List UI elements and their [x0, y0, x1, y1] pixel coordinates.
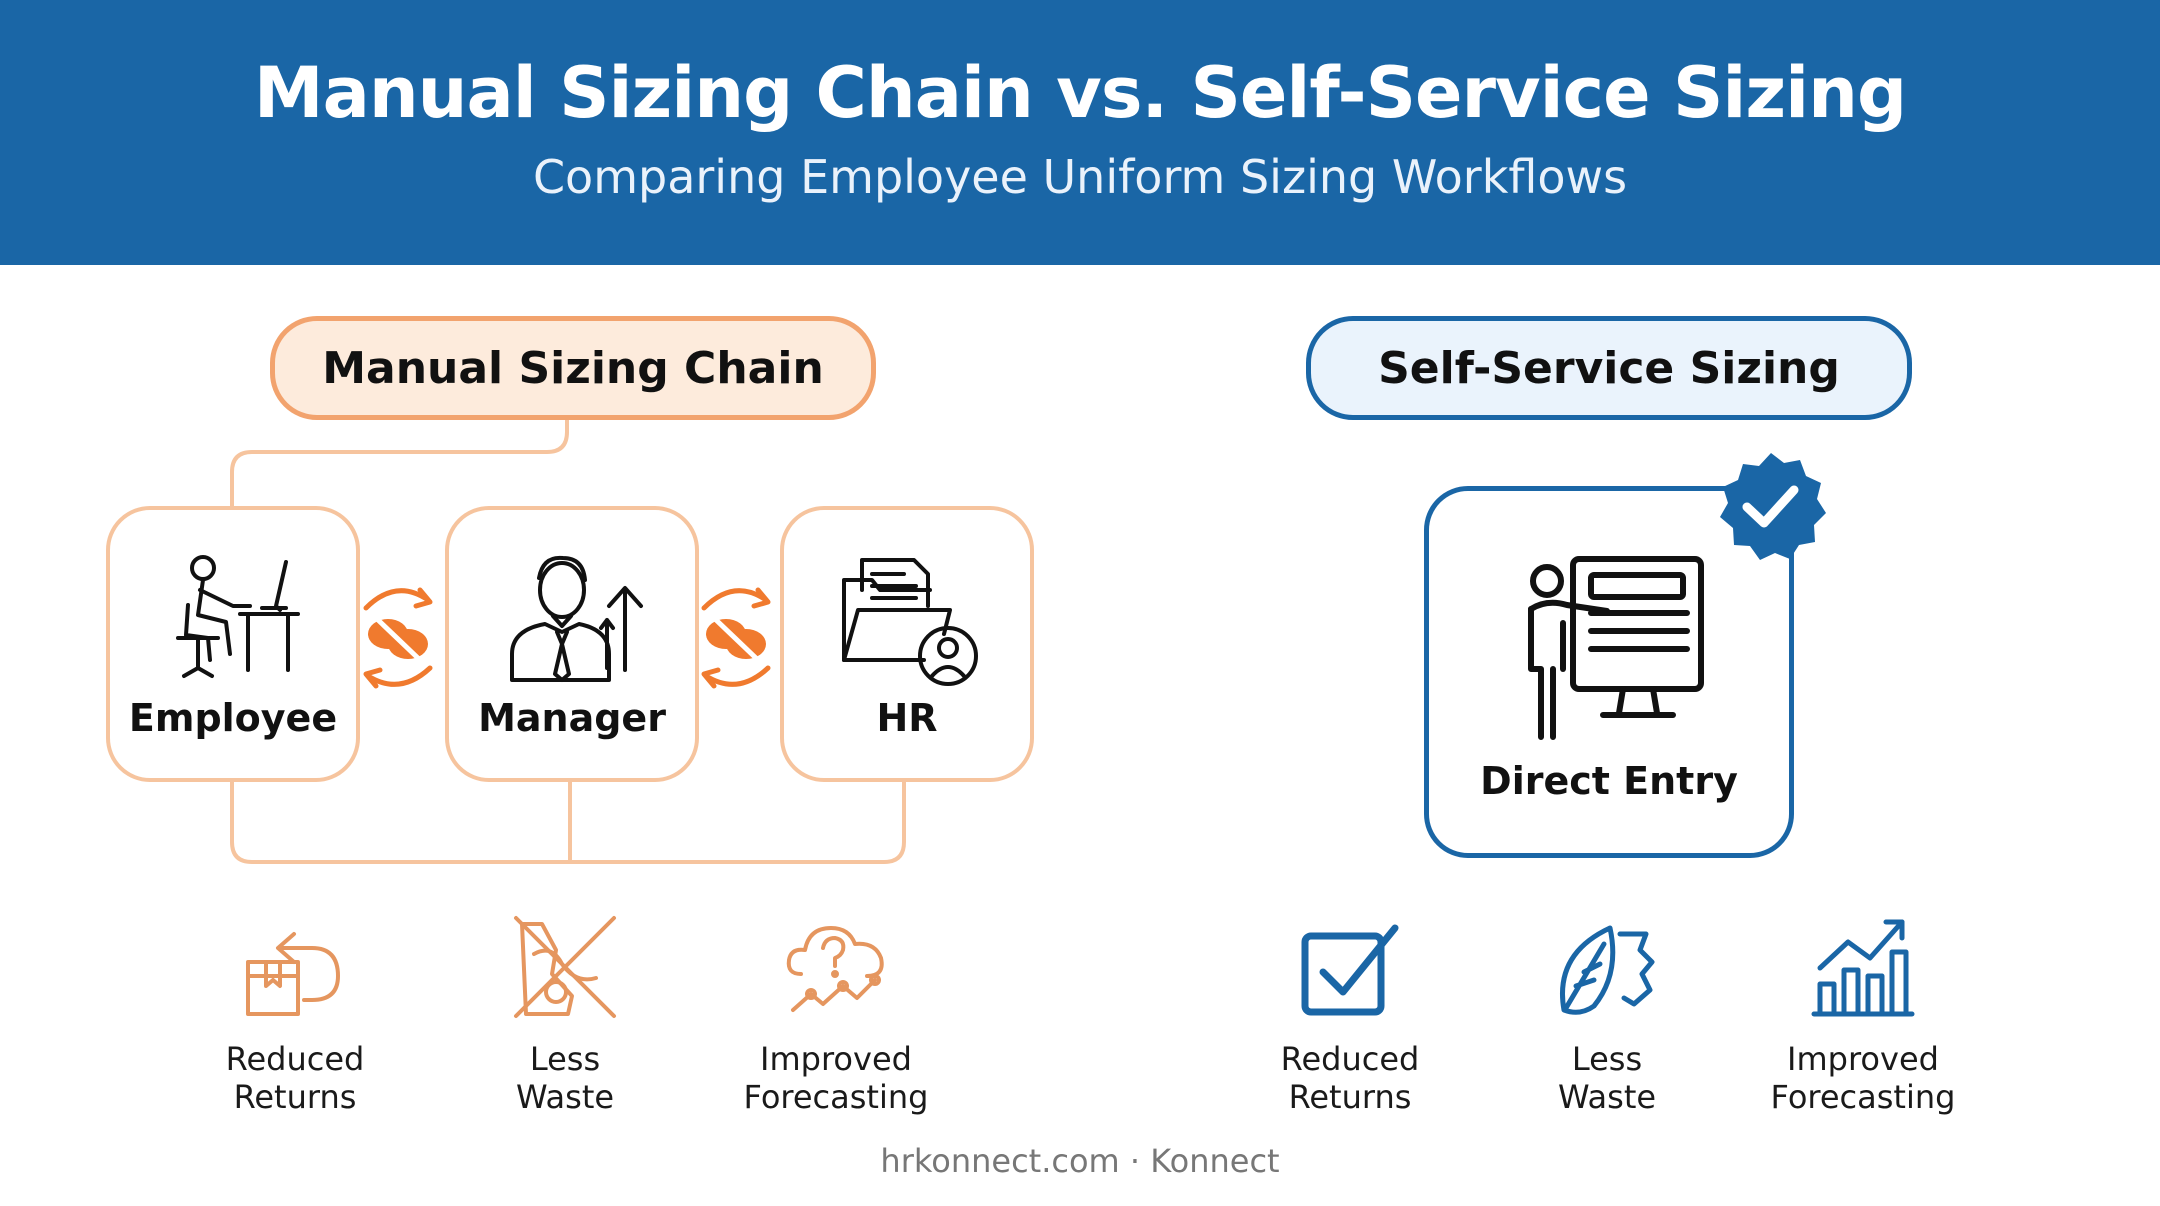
- direct-entry-label: Direct Entry: [1480, 759, 1738, 803]
- manual-benefit-returns: Reduced Returns: [175, 914, 415, 1116]
- benefit-label-line1: Improved: [760, 1040, 912, 1078]
- employee-label: Employee: [128, 696, 338, 740]
- bar-growth-icon: [1811, 919, 1915, 1017]
- manual-benefit-forecasting: Improved Forecasting: [716, 914, 956, 1116]
- direct-entry-step: Direct Entry: [1424, 486, 1794, 858]
- benefit-label-line1: Less: [1571, 1040, 1643, 1078]
- waste-crossed-icon: [514, 916, 616, 1018]
- manager-step: Manager: [445, 506, 699, 782]
- checkbox-icon: [1301, 924, 1399, 1016]
- self-benefit-forecasting: Improved Forecasting: [1743, 914, 1983, 1116]
- footer-credit: hrkonnect.com · Konnect: [880, 1142, 1280, 1180]
- header-banner: Manual Sizing Chain vs. Self-Service Siz…: [0, 0, 2160, 265]
- benefit-label-line2: Returns: [233, 1078, 357, 1116]
- benefit-label-line2: Forecasting: [1770, 1078, 1956, 1116]
- manager-icon: [510, 555, 643, 682]
- exchange-arrows-icon: [701, 587, 771, 689]
- leaf-icon: [1560, 925, 1655, 1015]
- self-service-heading: Self-Service Sizing: [1306, 316, 1912, 420]
- self-benefit-returns: Reduced Returns: [1230, 914, 1470, 1116]
- manual-benefit-waste: Less Waste: [445, 914, 685, 1116]
- benefit-label-line1: Reduced: [1280, 1040, 1420, 1078]
- benefit-label-line2: Waste: [1557, 1078, 1657, 1116]
- verified-badge-icon: [1720, 453, 1826, 560]
- manager-label: Manager: [478, 696, 666, 740]
- self-benefit-waste: Less Waste: [1487, 914, 1727, 1116]
- hr-folder-icon: [842, 558, 978, 686]
- presenter-screen-icon: [1528, 556, 1704, 740]
- benefit-label-line2: Forecasting: [743, 1078, 929, 1116]
- hr-step: HR: [780, 506, 1034, 782]
- benefit-label-line2: Waste: [515, 1078, 615, 1116]
- page-title: Manual Sizing Chain vs. Self-Service Siz…: [253, 52, 1907, 134]
- benefit-label-line1: Less: [529, 1040, 601, 1078]
- benefit-label-line2: Returns: [1288, 1078, 1412, 1116]
- employee-desk-icon: [176, 555, 300, 678]
- cloud-question-icon: [786, 926, 884, 1012]
- exchange-arrows-icon: [363, 587, 433, 689]
- benefit-label-line1: Reduced: [225, 1040, 365, 1078]
- benefit-label-line1: Improved: [1787, 1040, 1939, 1078]
- hr-label: HR: [876, 696, 938, 740]
- return-box-icon: [246, 932, 340, 1016]
- employee-step: Employee: [106, 506, 360, 782]
- manual-chain-heading: Manual Sizing Chain: [270, 316, 876, 420]
- page-subtitle: Comparing Employee Uniform Sizing Workfl…: [532, 150, 1628, 204]
